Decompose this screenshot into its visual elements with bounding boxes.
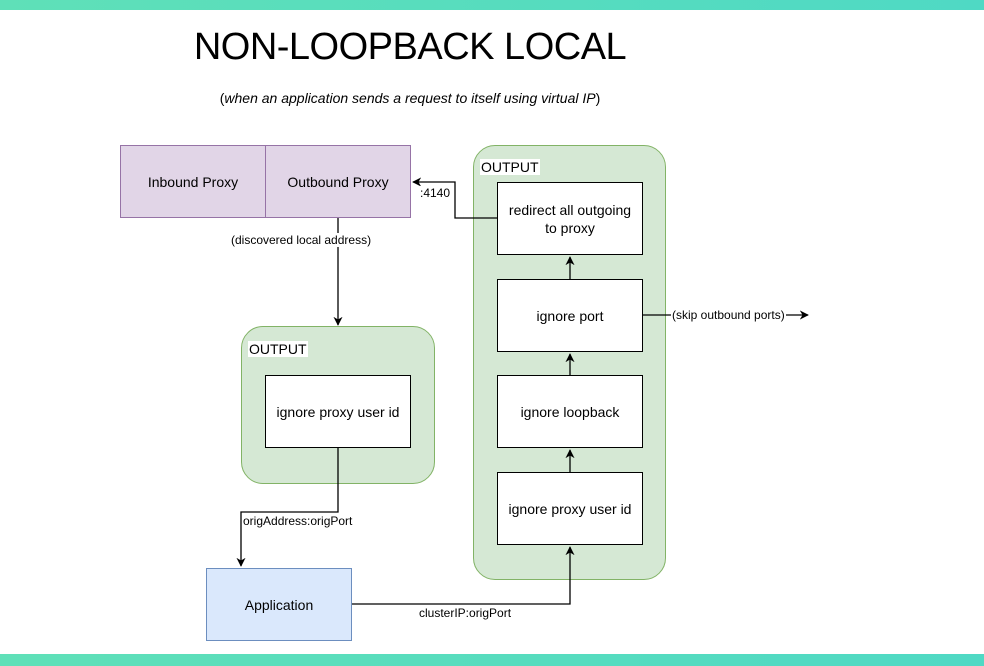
outbound-proxy-box: Outbound Proxy [265,145,411,218]
outbound-proxy-label: Outbound Proxy [287,173,389,190]
edge-output-to-application [236,448,339,567]
bottom-accent-band [0,654,984,666]
right-ignore-proxy-user-id-box: ignore proxy user id [497,472,643,545]
application-box: Application [206,568,352,641]
edge-label-port-4140: :4140 [419,186,452,200]
ignore-port-label: ignore port [536,307,604,324]
subtitle-open-paren: ( [219,90,225,106]
subtitle-close-paren: ) [595,90,601,106]
inbound-proxy-label: Inbound Proxy [147,173,239,190]
redirect-to-proxy-box: redirect all outgoing to proxy [497,182,643,255]
subtitle-text: when an application sends a request to i… [224,90,596,106]
edge-redirect-to-outbound [412,177,497,219]
edge-application-to-ignore-user [352,546,575,605]
diagram-title: NON-LOOPBACK LOCAL [193,26,627,68]
top-accent-band [0,0,984,10]
edge-label-discovered: (discovered local address) [230,233,373,247]
ignore-port-box: ignore port [497,279,643,352]
application-label: Application [244,596,314,613]
edge-label-cluster: clusterIP:origPort [418,606,513,620]
right-ignore-proxy-user-id-label: ignore proxy user id [508,500,632,517]
left-output-group-label: OUTPUT [248,341,308,357]
edge-label-skip-outbound: (skip outbound ports) [671,308,786,322]
right-output-group-label: OUTPUT [480,159,540,175]
diagram-subtitle: (when an application sends a request to … [130,90,690,106]
edge-label-orig: origAddress:origPort [242,514,354,528]
redirect-to-proxy-label: redirect all outgoing to proxy [508,201,632,236]
left-ignore-proxy-user-id-label: ignore proxy user id [276,403,400,420]
ignore-loopback-label: ignore loopback [520,403,620,420]
ignore-loopback-box: ignore loopback [497,375,643,448]
left-ignore-proxy-user-id-box: ignore proxy user id [265,375,411,448]
inbound-proxy-box: Inbound Proxy [120,145,266,218]
